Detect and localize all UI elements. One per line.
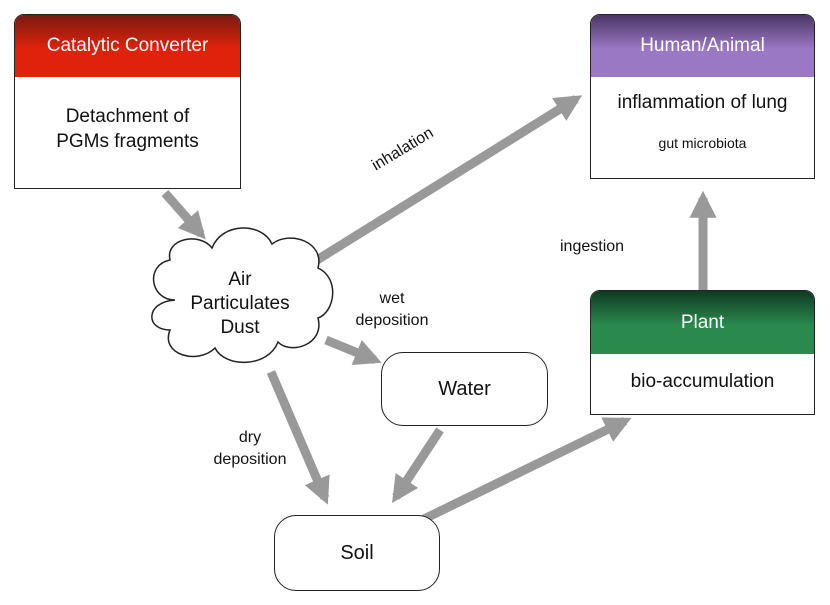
human-animal-title: Human/Animal	[640, 35, 765, 56]
air-line-3: Dust	[220, 317, 260, 339]
wet-deposition-line-2: deposition	[355, 312, 429, 330]
catalytic-converter-header: Catalytic Converter	[15, 15, 240, 77]
ingestion-label: ingestion	[560, 238, 625, 255]
catalytic-converter-text: Detachment of PGMs fragments	[56, 106, 199, 152]
air-line-2: Particulates	[190, 293, 290, 315]
human-animal-text: inflammation of lung	[617, 92, 788, 113]
soil-node: Soil	[274, 515, 440, 591]
plant-text: bio-accumulation	[630, 371, 775, 392]
catalytic-converter-title: Catalytic Converter	[46, 35, 209, 56]
water-node: Water	[381, 352, 548, 426]
human-animal-box: Human/Animal inflammation of lung gut mi…	[590, 14, 815, 179]
air-node-label: Air Particulates Dust	[170, 268, 310, 340]
arrow-water-to-soil	[392, 427, 444, 504]
arrow-converter-to-air	[161, 190, 206, 240]
plant-body: bio-accumulation	[591, 354, 814, 395]
soil-label: Soil	[340, 541, 374, 564]
catalytic-converter-box: Catalytic Converter Detachment of PGMs f…	[14, 14, 241, 189]
dry-deposition-label: dry deposition	[200, 427, 300, 472]
arrow-air-to-human	[314, 95, 583, 264]
air-line-1: Air	[228, 269, 252, 290]
human-animal-subtext: gut microbiota	[658, 134, 747, 151]
human-animal-body: inflammation of lung gut microbiota	[591, 77, 814, 152]
arrow-soil-to-plant	[422, 416, 632, 524]
air-cloud-shape	[151, 227, 334, 363]
dry-deposition-line-2: deposition	[213, 451, 287, 469]
wet-deposition-label: wet deposition	[342, 288, 442, 333]
plant-title: Plant	[680, 311, 725, 333]
dry-deposition-line-1: dry	[238, 429, 262, 446]
wet-deposition-line-1: wet	[379, 290, 405, 307]
human-animal-header: Human/Animal	[591, 15, 814, 77]
water-label: Water	[438, 377, 491, 400]
plant-box: Plant bio-accumulation	[590, 290, 815, 415]
catalytic-converter-body: Detachment of PGMs fragments	[15, 77, 240, 154]
arrow-air-to-water	[324, 335, 382, 366]
plant-header: Plant	[591, 291, 814, 354]
arrow-air-to-soil	[266, 370, 330, 505]
